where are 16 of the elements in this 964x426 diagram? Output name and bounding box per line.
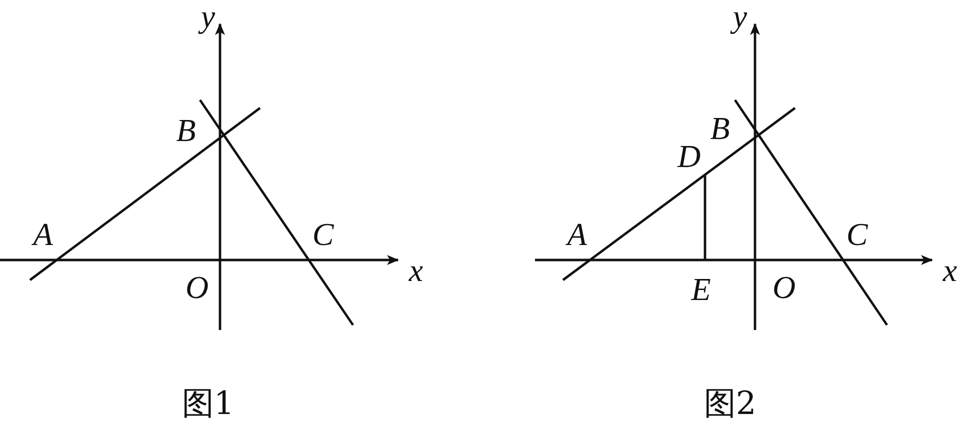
point-label: x [942,254,958,286]
point-label: O [772,271,796,303]
point-label: A [567,218,587,250]
point-label: E [691,273,711,305]
point-label: y [732,0,748,32]
point-label: B [710,112,730,144]
point-label: B [176,114,196,146]
figure-caption: 图1 [182,387,234,419]
point-label: x [408,254,424,286]
point-label: C [312,218,334,250]
point-label: y [200,0,216,32]
figure-caption: 图2 [704,387,756,419]
point-label: C [846,218,868,250]
point-label: D [677,140,701,172]
point-label: O [185,271,209,303]
point-label: A [33,218,53,250]
